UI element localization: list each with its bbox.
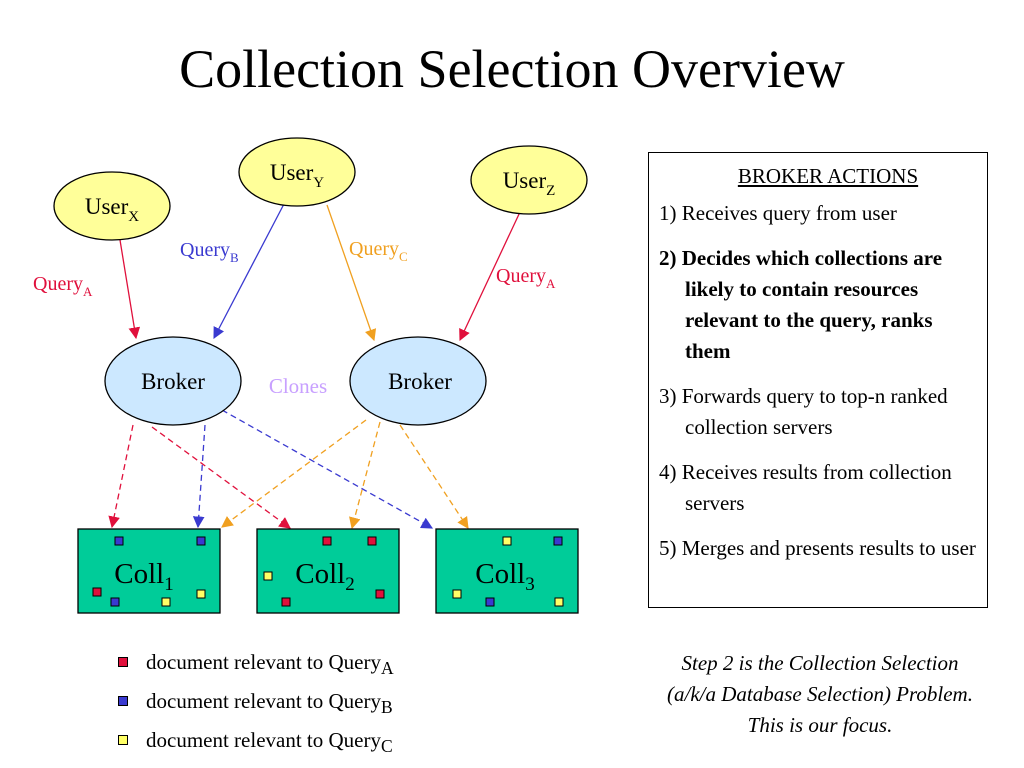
forward-arrow — [221, 409, 434, 529]
doc-marker-b — [553, 536, 563, 546]
forward-arrow — [108, 424, 134, 529]
legend-swatch-b — [118, 696, 128, 707]
legend-swatch-c — [118, 735, 128, 746]
svg-text:UserY: UserY — [270, 160, 324, 191]
clones-label: Clones — [269, 374, 327, 398]
doc-marker-a — [367, 536, 377, 546]
doc-marker-b — [114, 536, 124, 546]
broker-left-node: Broker — [104, 336, 242, 426]
legend-subscript: A — [381, 658, 394, 679]
legend-text: document relevant to Query — [146, 650, 381, 674]
doc-marker-c — [452, 589, 462, 599]
svg-text:Coll3: Coll3 — [475, 558, 534, 595]
caption-line: (a/k/a Database Selection) Problem. — [667, 682, 973, 706]
svg-text:UserZ: UserZ — [503, 168, 556, 199]
forward-arrow — [221, 419, 367, 528]
query-b-label: QueryB — [180, 239, 239, 265]
document-markers — [92, 536, 564, 607]
legend-text: document relevant to Query — [146, 728, 381, 753]
legend-item-b: document relevant to QueryB — [118, 685, 394, 724]
svg-text:Broker: Broker — [388, 369, 452, 394]
doc-marker-a — [375, 589, 385, 599]
doc-marker-c — [502, 536, 512, 546]
collection-1-box: Coll1 — [77, 528, 221, 614]
doc-marker-c — [161, 597, 171, 607]
legend-item-c: document relevant to QueryC — [118, 724, 394, 763]
broker-action-3: 3) Forwards query to top-n ranked collec… — [659, 384, 948, 439]
query-a-left-label: QueryA — [33, 273, 93, 299]
caption-line: Step 2 is the Collection Selection — [681, 651, 959, 675]
query-c-arrow — [326, 204, 377, 342]
caption-line: This is our focus. — [747, 713, 893, 737]
legend-text: document relevant to Query — [146, 689, 381, 714]
broker-action-2: 2) Decides which collections are likely … — [659, 246, 943, 363]
doc-marker-a — [281, 597, 291, 607]
query-a-right-label: QueryA — [496, 265, 556, 291]
focus-caption: Step 2 is the Collection Selection (a/k/… — [620, 648, 1020, 741]
forward-arrow — [151, 426, 291, 529]
legend-subscript: C — [381, 736, 393, 757]
doc-marker-a — [92, 587, 102, 597]
doc-marker-c — [196, 589, 206, 599]
query-a-left-arrow — [119, 239, 141, 340]
broker-action-5: 5) Merges and presents results to user — [659, 536, 976, 560]
svg-text:Broker: Broker — [141, 369, 205, 394]
broker-right-node: Broker — [349, 336, 487, 426]
doc-marker-b — [110, 597, 120, 607]
doc-marker-b — [196, 536, 206, 546]
legend-subscript: B — [381, 697, 393, 718]
forward-arrow — [192, 424, 206, 529]
user-x-node: UserX — [53, 171, 171, 241]
svg-text:Coll1: Coll1 — [114, 558, 173, 595]
doc-marker-a — [322, 536, 332, 546]
doc-marker-c — [263, 571, 273, 581]
query-a-right-arrow — [459, 211, 521, 342]
legend: document relevant to QueryA document rel… — [118, 646, 394, 764]
doc-marker-b — [485, 597, 495, 607]
query-b-arrow — [213, 201, 286, 340]
broker-action-1: 1) Receives query from user — [659, 201, 897, 225]
legend-swatch-a — [118, 657, 128, 667]
forward-arrow — [399, 424, 469, 529]
legend-item-a: document relevant to QueryA — [118, 646, 394, 685]
broker-actions-panel: BROKER ACTIONS 1) Receives query from us… — [648, 152, 988, 608]
page-title: Collection Selection Overview — [179, 39, 845, 99]
svg-text:UserX: UserX — [85, 194, 139, 225]
broker-action-4: 4) Receives results from collection serv… — [659, 460, 952, 515]
svg-text:Coll2: Coll2 — [295, 558, 354, 595]
user-z-node: UserZ — [470, 145, 588, 215]
user-y-node: UserY — [238, 137, 356, 207]
broker-actions-heading: BROKER ACTIONS — [737, 164, 919, 188]
doc-marker-c — [554, 597, 564, 607]
query-c-label: QueryC — [349, 238, 408, 264]
forward-arrow — [349, 421, 381, 530]
